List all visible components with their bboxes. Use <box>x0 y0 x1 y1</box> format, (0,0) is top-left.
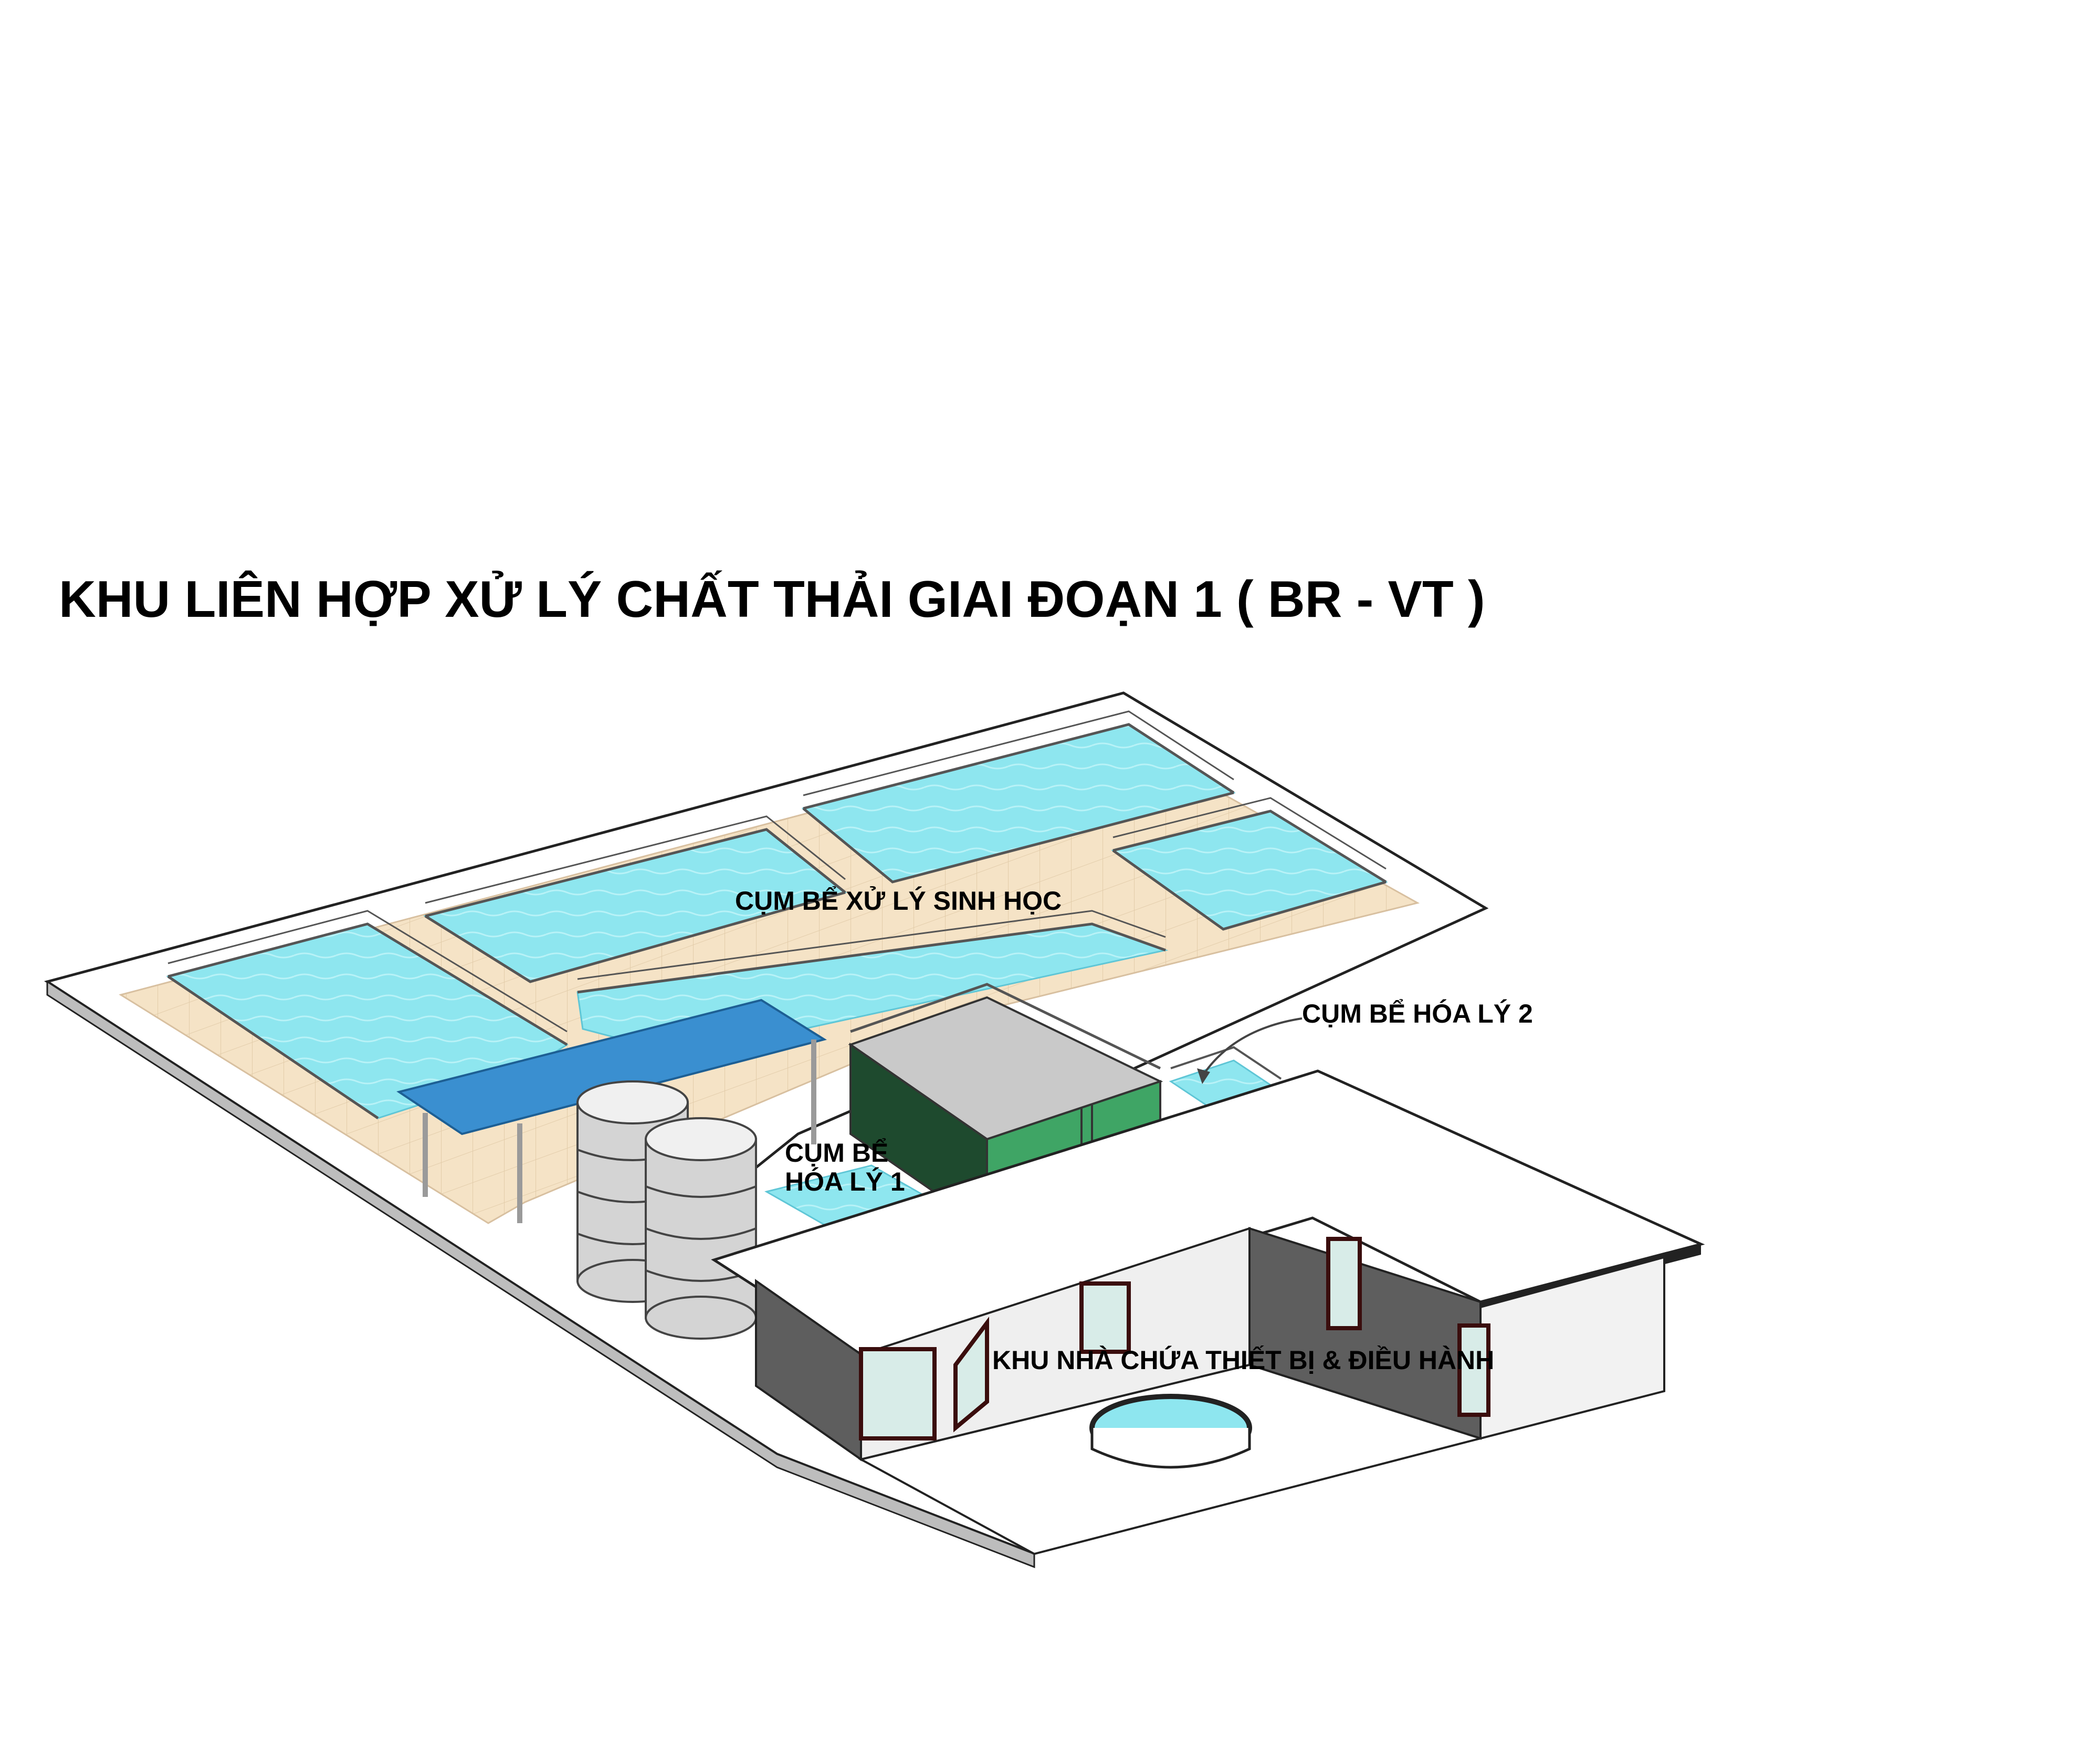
leader-arrow <box>1201 1017 1303 1077</box>
pool <box>801 710 1236 884</box>
label-biological-tanks: CỤM BỂ XỬ LÝ SINH HỌC <box>735 886 1062 916</box>
arrowhead-icon <box>1197 1068 1210 1084</box>
door <box>1326 1237 1362 1330</box>
label-physchem-tanks-2: CỤM BỂ HÓA LÝ 2 <box>1302 999 1533 1028</box>
door <box>953 1317 989 1433</box>
window <box>859 1347 937 1440</box>
door <box>1079 1281 1131 1354</box>
label-physchem-tanks-1-line2: HÓA LÝ 1 <box>785 1167 905 1196</box>
cylindrical-tank <box>645 1117 757 1340</box>
equipment-building <box>711 1069 1705 1555</box>
door <box>1457 1323 1490 1417</box>
label-physchem-tanks-1-line1: CỤM BỂ <box>785 1138 889 1168</box>
pool <box>1111 797 1388 931</box>
page-title: KHU LIÊN HỢP XỬ LÝ CHẤT THẢI GIAI ĐOẠN 1… <box>59 570 1485 628</box>
label-equipment-building: KHU NHÀ CHỨA THIẾT BỊ & ĐIỀU HÀNH <box>992 1345 1495 1375</box>
pool <box>423 815 847 983</box>
blue-canopy <box>396 998 827 1223</box>
